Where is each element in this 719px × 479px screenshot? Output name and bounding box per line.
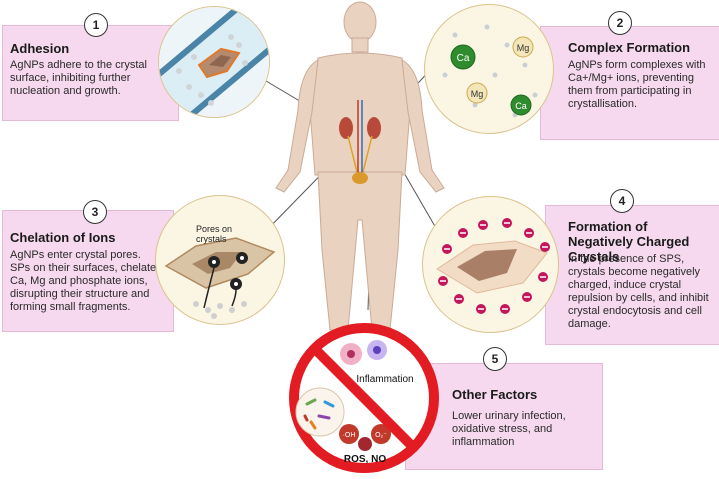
step-1-badge: 1: [84, 13, 108, 37]
panel-5-title: Other Factors: [452, 387, 538, 402]
panel-1-text: AgNPs adhere to the crystal surface, inh…: [10, 59, 147, 97]
radical-o2: O₂⁻: [375, 432, 387, 439]
panel-2-title: Complex Formation: [568, 40, 691, 55]
complex-formation-illustration: Ca Mg Mg Ca: [424, 4, 554, 134]
pores-label: Pores on crystals: [196, 224, 233, 244]
ca-ion-2: Ca: [515, 101, 527, 111]
ros-label: ROS, NO: [344, 454, 386, 465]
inflammation-label: Inflammation: [356, 374, 413, 385]
mg-ion-1: Mg: [517, 43, 530, 53]
panel-5-text: Lower urinary infection, oxidative stres…: [452, 410, 566, 448]
panel-4-text: In the presence of SPS, crystals become …: [568, 253, 709, 330]
panel-1-title: Adhesion: [10, 41, 70, 56]
step-2-badge: 2: [608, 11, 632, 35]
panel-2-text: AgNPs form complexes with Ca+/Mg+ ions, …: [568, 59, 706, 110]
other-factors-illustration: ·OH O₂⁻ Inflammation ROS, NO: [285, 320, 443, 474]
panel-4-title: Formation of Negatively Charged Crystals: [568, 219, 690, 264]
panel-adhesion: [2, 25, 179, 121]
panel-3-text: AgNPs enter crystal pores. SPs on their …: [10, 249, 157, 313]
panel-other-factors: [405, 363, 603, 470]
step-3-badge: 3: [83, 200, 107, 224]
negative-crystal-illustration: [422, 196, 559, 333]
panel-complex-formation: [540, 26, 719, 140]
panel-3-title: Chelation of Ions: [10, 230, 116, 245]
adhesion-illustration: [158, 6, 270, 118]
step-4-badge: 4: [610, 189, 634, 213]
chelation-illustration: Pores on crystals: [155, 195, 285, 325]
panel-chelation: [2, 210, 174, 332]
ca-ion-1: Ca: [457, 53, 470, 64]
radical-oh: ·OH: [343, 432, 356, 439]
step-5-badge: 5: [483, 347, 507, 371]
mg-ion-2: Mg: [471, 89, 484, 99]
